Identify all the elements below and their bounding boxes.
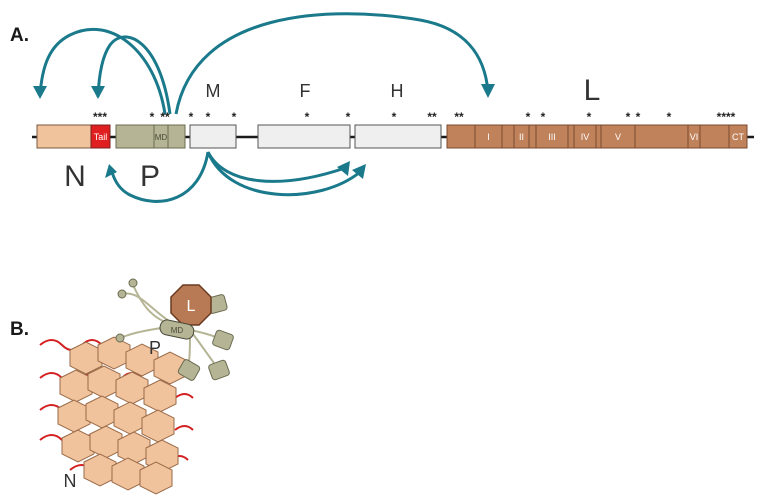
arrowhead-h (352, 164, 366, 179)
l-domain-v-label: V (615, 132, 621, 142)
arc-m-to-h (206, 151, 361, 197)
star-p-1: * (150, 110, 155, 124)
star-m-3: * (232, 110, 237, 124)
star-m-2: * (206, 110, 211, 124)
l-domain-v-box (600, 124, 636, 149)
gene-p: MD (115, 124, 186, 149)
gene-n: Tail (36, 124, 111, 149)
arrowhead-f (337, 161, 350, 176)
l-polymerase-label: L (187, 298, 196, 315)
gene-f (257, 124, 351, 149)
l-polymerase (170, 284, 212, 326)
l-domain-iii-label: III (548, 132, 556, 142)
l-domain-ii-label: II (519, 132, 524, 142)
nucleocapsid-illustration: L MD P N (39, 278, 234, 495)
star-l-3: * (541, 110, 546, 124)
n-protein-subunits (57, 336, 187, 495)
star-h-2: ** (427, 110, 437, 124)
interaction-arcs-top (33, 12, 495, 115)
star-l-1: ** (454, 110, 464, 124)
n-tail-label: Tail (94, 132, 108, 142)
gene-label-n: N (64, 160, 86, 193)
star-h-1: * (392, 110, 397, 124)
l-domain-vi-label: VI (690, 132, 699, 142)
star-l-6: * (636, 110, 641, 124)
arrowhead-p (105, 164, 117, 178)
gene-l: I II III IV V VI CT (446, 124, 748, 149)
n-body (36, 124, 94, 149)
p-body (115, 124, 186, 149)
n-complex-label: N (64, 471, 77, 491)
arrowhead-l (481, 84, 495, 98)
l-domain-ct-box (728, 124, 748, 149)
n-tail-domain (90, 124, 111, 149)
arc-p-to-n-inner (96, 35, 172, 115)
star-l-8: **** (717, 110, 736, 124)
l-domain-i-box (474, 124, 503, 149)
arc-p-to-n-outer (38, 28, 167, 115)
star-l-7: * (667, 110, 672, 124)
md-label: MD (171, 326, 184, 335)
gene-label-f: F (300, 81, 311, 101)
star-f-2: * (346, 110, 351, 124)
gene-label-l: L (584, 74, 601, 107)
interaction-arcs-bottom (105, 151, 366, 203)
md-domain (159, 319, 195, 340)
arc-m-to-f (206, 151, 346, 183)
star-m-1: * (189, 110, 194, 124)
star-l-5: * (626, 110, 631, 124)
p-md-label: MD (155, 133, 168, 142)
gene-label-h: H (391, 81, 404, 101)
star-l-2: * (526, 110, 531, 124)
star-f-1: * (305, 110, 310, 124)
arc-p-to-l (174, 12, 490, 115)
l-domain-i-label: I (487, 132, 490, 142)
l-domain-ct-label: CT (732, 132, 744, 142)
star-p-2: ** (160, 110, 170, 124)
gene-label-m: M (206, 81, 221, 101)
panel-b-label: B. (10, 319, 29, 340)
star-n-tail: *** (93, 110, 107, 124)
p-complex-label: P (149, 338, 161, 358)
arrowhead-n-inner (91, 86, 105, 99)
l-domain-vi-box (687, 124, 701, 149)
l-domain-iv-label: IV (581, 132, 590, 142)
arrowhead-n-outer (33, 86, 47, 99)
gene-h (354, 124, 442, 149)
gene-label-p: P (140, 160, 160, 193)
gene-m (189, 124, 237, 149)
site-markers: *** * ** * * * * * * ** ** * * * * * * *… (93, 110, 736, 124)
l-domain-iv-box (573, 124, 597, 149)
star-l-4: * (587, 110, 592, 124)
l-domain-ii-box (513, 124, 530, 149)
p-protein-knobs (115, 278, 234, 381)
panel-a-label: A. (10, 25, 29, 46)
arc-m-to-p (110, 151, 210, 203)
l-domain-iii-box (535, 124, 569, 149)
